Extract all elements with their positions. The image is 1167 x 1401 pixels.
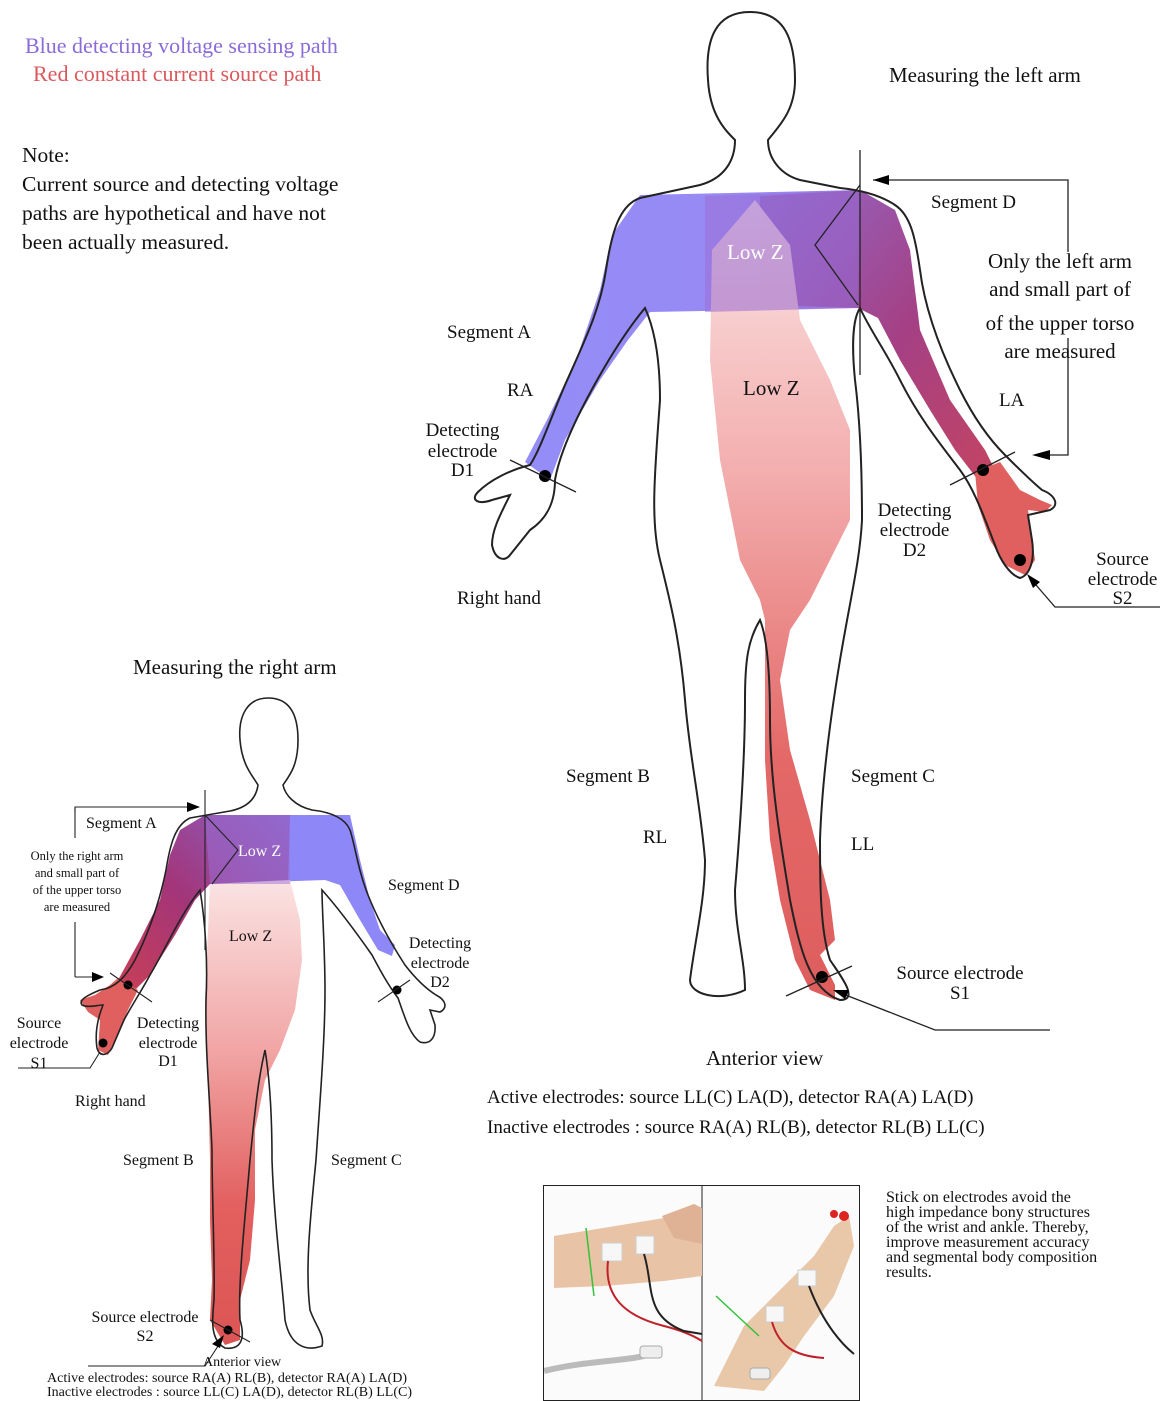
stick-on-note-1: Stick on electrodes avoid the [886,1190,1071,1205]
big-anterior-view: Anterior view [706,1047,823,1071]
small-s1-line-2: electrode [4,1035,74,1053]
big-s2-line-1: Source [1080,549,1165,570]
big-d2-line-1: Detecting [862,500,967,521]
wrist-electrode-1 [602,1243,622,1261]
big-segment-d: Segment D [931,192,1016,213]
small-figure [18,698,445,1366]
big-s2-line-3: S2 [1080,588,1165,609]
big-red-path [710,200,850,1000]
electrode-photo-panel [543,1185,860,1401]
small-arrow-top [187,802,200,812]
note-line-3: been actually measured. [22,230,229,256]
right-arm-title: Measuring the right arm [133,656,337,680]
note-title: Note: [22,143,70,169]
electrode-photos [544,1186,860,1401]
big-d2-line-2: electrode [862,520,967,541]
only-right-arm-4: are measured [22,900,132,914]
small-d2-line-1: Detecting [400,935,480,953]
left-arm-title: Measuring the left arm [889,64,1081,88]
big-segment-c: Segment C [851,766,935,787]
small-s2-line-1: Source electrode [80,1309,210,1327]
big-d2-line-3: D2 [862,540,967,561]
big-hand-red [975,462,1052,575]
small-d1-line-2: electrode [128,1035,208,1053]
big-d1-line-3: D1 [415,460,510,481]
big-right-hand: Right hand [457,588,541,609]
big-arrow-top [873,175,889,185]
stick-on-note-6: results. [886,1265,932,1280]
small-s1-line-3: S1 [4,1055,74,1073]
big-la: LA [999,390,1024,411]
big-segment-b: Segment B [566,766,650,787]
wrist-electrode-2 [636,1236,654,1254]
only-right-arm-2: and small part of [22,866,132,880]
small-segment-b: Segment B [123,1152,194,1170]
small-segment-a: Segment A [86,815,157,833]
only-left-arm-1: Only the left arm [960,250,1160,274]
small-red-path [205,880,302,1345]
ankle-electrode-2 [766,1306,784,1322]
small-s1-line-1: Source [4,1015,74,1033]
stick-on-note-3: of the wrist and ankle. Thereby, [886,1220,1089,1235]
small-sega-bracket [75,807,196,812]
big-figure [475,12,1160,1030]
big-low-z-torso: Low Z [727,241,784,265]
small-low-z-body: Low Z [229,928,272,946]
legend-red: Red constant current source path [33,62,321,87]
note-line-2: paths are hypothetical and have not [22,201,326,227]
stick-on-note-4: improve measurement accuracy [886,1235,1089,1250]
ankle-electrode-1 [798,1270,816,1286]
big-inactive-electrodes: Inactive electrodes : source RA(A) RL(B)… [487,1117,985,1138]
small-anterior-view: Anterior view [203,1355,281,1371]
big-segment-a: Segment A [447,322,531,343]
note-line-1: Current source and detecting voltage [22,172,338,198]
only-right-arm-3: of the upper torso [22,883,132,897]
big-s2-arrow [1027,574,1040,588]
only-right-arm-1: Only the right arm [22,849,132,863]
small-d2-line-2: electrode [400,955,480,973]
big-s1-line-1: Source electrode [880,963,1040,984]
stick-on-note-2: high impedance bony structures [886,1205,1090,1220]
big-active-electrodes: Active electrodes: source LL(C) LA(D), d… [487,1087,973,1108]
small-s2-line-2: S2 [80,1328,210,1346]
small-segment-d: Segment D [388,877,460,895]
small-d1-line-1: Detecting [128,1015,208,1033]
big-d1-dot [539,470,551,482]
small-s1-dot [99,1039,108,1048]
small-d1-line-3: D1 [128,1053,208,1071]
big-ra: RA [507,380,533,401]
big-s2-dot [1014,554,1026,566]
big-d1-line-1: Detecting [415,420,510,441]
only-left-arm-2: and small part of [960,278,1160,302]
small-d2-line-3: D2 [400,974,480,992]
big-arrow-la [1032,450,1050,460]
small-segment-c: Segment C [331,1152,402,1170]
big-ll: LL [851,834,874,855]
small-arrow-bot [92,972,104,982]
big-rl: RL [643,827,667,848]
small-inactive-electrodes: Inactive electrodes : source LL(C) LA(D)… [47,1385,412,1401]
only-left-arm-3: of the upper torso [960,312,1160,336]
only-left-arm-4: are measured [960,340,1160,364]
big-low-z-body: Low Z [743,377,800,401]
small-right-hand: Right hand [75,1093,146,1111]
small-low-z-torso: Low Z [238,843,281,861]
stick-on-note-5: and segmental body composition [886,1250,1097,1265]
ankle-foot-shape [714,1216,854,1391]
big-s1-line-2: S1 [880,983,1040,1004]
legend-blue: Blue detecting voltage sensing path [25,34,338,59]
